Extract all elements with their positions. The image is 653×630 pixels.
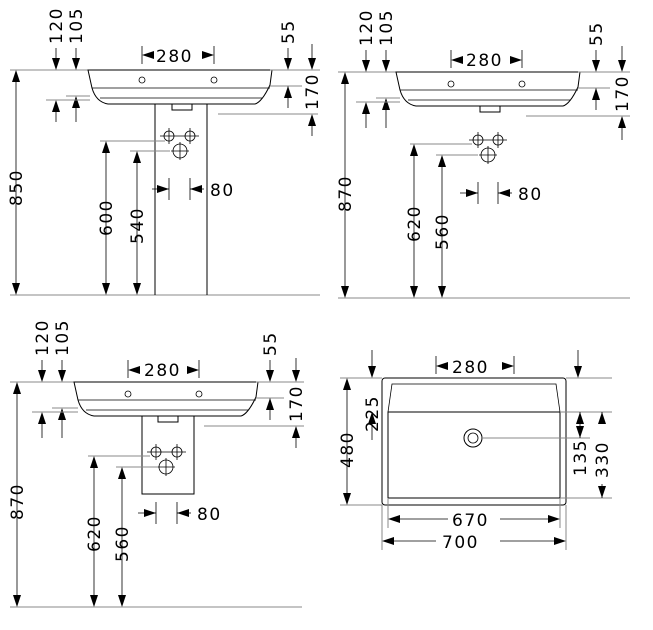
drain-outlet bbox=[157, 416, 179, 423]
dim-rim-height: 870 bbox=[8, 483, 28, 520]
tap-hole-right bbox=[210, 76, 218, 84]
view-wall-hung-870: 870 620 560 80 120 105 bbox=[336, 9, 633, 299]
dim-depth-a: 120 bbox=[33, 319, 53, 356]
dim-depth-a: 120 bbox=[357, 9, 377, 46]
drain-outlet bbox=[171, 104, 193, 111]
dim-rim-thickness: 55 bbox=[587, 21, 607, 46]
dim-tap-spacing: 280 bbox=[452, 358, 489, 378]
dim-supply-height: 540 bbox=[128, 207, 148, 244]
dim-supply-height: 560 bbox=[433, 213, 453, 250]
dim-basin-depth: 170 bbox=[287, 385, 307, 422]
tap-hole-right bbox=[195, 390, 203, 398]
dim-tap-spacing: 280 bbox=[144, 361, 181, 381]
view-top: 280 480 225 135 330 670 70 bbox=[338, 350, 613, 553]
dim-depth-total: 480 bbox=[338, 431, 358, 468]
dim-tap-spacing: 280 bbox=[156, 47, 193, 67]
tap-hole-left bbox=[447, 80, 455, 88]
view-semi-pedestal-870: 870 620 560 80 120 105 bbox=[8, 319, 307, 608]
dim-drain-height: 620 bbox=[85, 515, 105, 552]
dim-drain-height: 620 bbox=[405, 205, 425, 242]
dim-drain-offset: 135 bbox=[571, 439, 591, 476]
pedestal bbox=[154, 104, 208, 295]
dim-depth-b: 105 bbox=[67, 7, 87, 44]
tap-hole-right bbox=[518, 80, 526, 88]
drain-hole bbox=[463, 428, 483, 448]
back-deck bbox=[387, 383, 561, 413]
tap-hole-left bbox=[124, 390, 132, 398]
basin-outline bbox=[87, 69, 273, 105]
dim-drain-height: 600 bbox=[97, 199, 117, 236]
basin-outline bbox=[395, 71, 581, 107]
drain-outlet bbox=[479, 106, 501, 113]
dim-pedestal-offset: 80 bbox=[518, 185, 543, 205]
dim-bowl-depth: 330 bbox=[593, 441, 613, 478]
basin-outline bbox=[73, 381, 259, 417]
dim-pedestal-offset: 80 bbox=[210, 181, 235, 201]
dim-basin-depth: 170 bbox=[613, 75, 633, 112]
dim-rim-height: 870 bbox=[336, 175, 356, 212]
view-pedestal-850: 850 600 540 80 120 105 bbox=[7, 7, 323, 296]
dim-basin-depth: 170 bbox=[303, 73, 323, 110]
dim-depth-back: 225 bbox=[363, 395, 383, 432]
dim-tap-spacing: 280 bbox=[466, 51, 503, 71]
semi-pedestal bbox=[141, 416, 195, 495]
dim-depth-b: 105 bbox=[53, 319, 73, 356]
dim-depth-b: 105 bbox=[377, 9, 397, 46]
dim-rim-height: 850 bbox=[7, 169, 27, 206]
dim-supply-height: 560 bbox=[113, 525, 133, 562]
dim-rim-thickness: 55 bbox=[279, 19, 299, 44]
dim-rim-thickness: 55 bbox=[261, 331, 281, 356]
basin-outer-outline bbox=[381, 377, 567, 506]
tap-hole-left bbox=[138, 76, 146, 84]
dim-bowl-width: 670 bbox=[452, 511, 489, 531]
dim-pedestal-offset: 80 bbox=[197, 505, 222, 525]
dim-overall-width: 700 bbox=[442, 533, 479, 553]
dim-depth-a: 120 bbox=[47, 7, 67, 44]
bowl-outline bbox=[387, 411, 561, 499]
